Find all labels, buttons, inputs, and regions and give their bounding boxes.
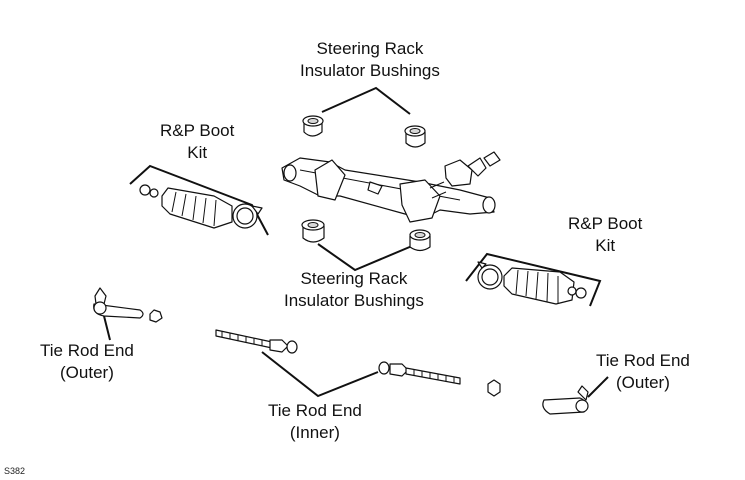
figure-code: S382 [4,466,26,476]
label-boot-kit-left-line2: Kit [187,143,208,162]
boot-kit-right [477,261,587,305]
bracket-boot-kit-left [129,164,269,236]
label-tie-rod-outer-right: Tie Rod End (Outer) [596,350,690,394]
label-boot-kit-right-line1: R&P Boot [568,214,643,233]
leader-lines [103,86,609,398]
boot-kit-left [139,184,263,229]
tie-rod-outer-left [93,287,163,323]
label-tie-rod-outer-left: Tie Rod End (Outer) [40,340,134,384]
leader-tie-rod-inner [261,351,379,398]
label-boot-kit-right: R&P Boot Kit [568,213,642,257]
label-tie-rod-outer-left-line2: (Outer) [60,363,114,382]
label-tie-rod-outer-right-line1: Tie Rod End [596,351,690,370]
label-tie-rod-outer-right-line2: (Outer) [616,373,670,392]
label-rack-bushings-top-line1: Steering Rack [316,39,424,58]
rack-bushing-top-right [404,125,426,148]
jam-nut [487,379,501,397]
label-tie-rod-inner-line1: Tie Rod End [268,401,362,420]
steering-rack-assembly [281,151,501,223]
label-tie-rod-inner: Tie Rod End (Inner) [268,400,362,444]
rack-bushing-bottom-right [409,229,431,252]
label-boot-kit-right-line2: Kit [595,236,616,255]
label-tie-rod-outer-left-line1: Tie Rod End [40,341,134,360]
tie-rod-outer-right [542,385,589,415]
leader-tie-rod-outer-left [103,315,111,341]
label-rack-bushings-bottom-line1: Steering Rack [300,269,408,288]
leader-tie-rod-outer-right [587,376,609,398]
label-tie-rod-inner-line2: (Inner) [289,423,340,442]
leader-rack-bushings-top [321,86,411,115]
label-rack-bushings-bottom: Steering Rack Insulator Bushings [284,268,424,312]
tie-rod-inner-left [215,329,298,354]
label-rack-bushings-bottom-line2: Insulator Bushings [284,291,424,310]
rack-bushing-bottom-left [301,219,325,243]
bracket-boot-kit-right [465,252,602,307]
tie-rod-inner-right [378,361,461,385]
rack-bushing-top-left [302,115,324,137]
label-boot-kit-left: R&P Boot Kit [160,120,234,164]
label-boot-kit-left-line1: R&P Boot [160,121,235,140]
label-rack-bushings-top: Steering Rack Insulator Bushings [300,38,440,82]
label-rack-bushings-top-line2: Insulator Bushings [300,61,440,80]
leader-rack-bushings-bottom [317,243,413,272]
